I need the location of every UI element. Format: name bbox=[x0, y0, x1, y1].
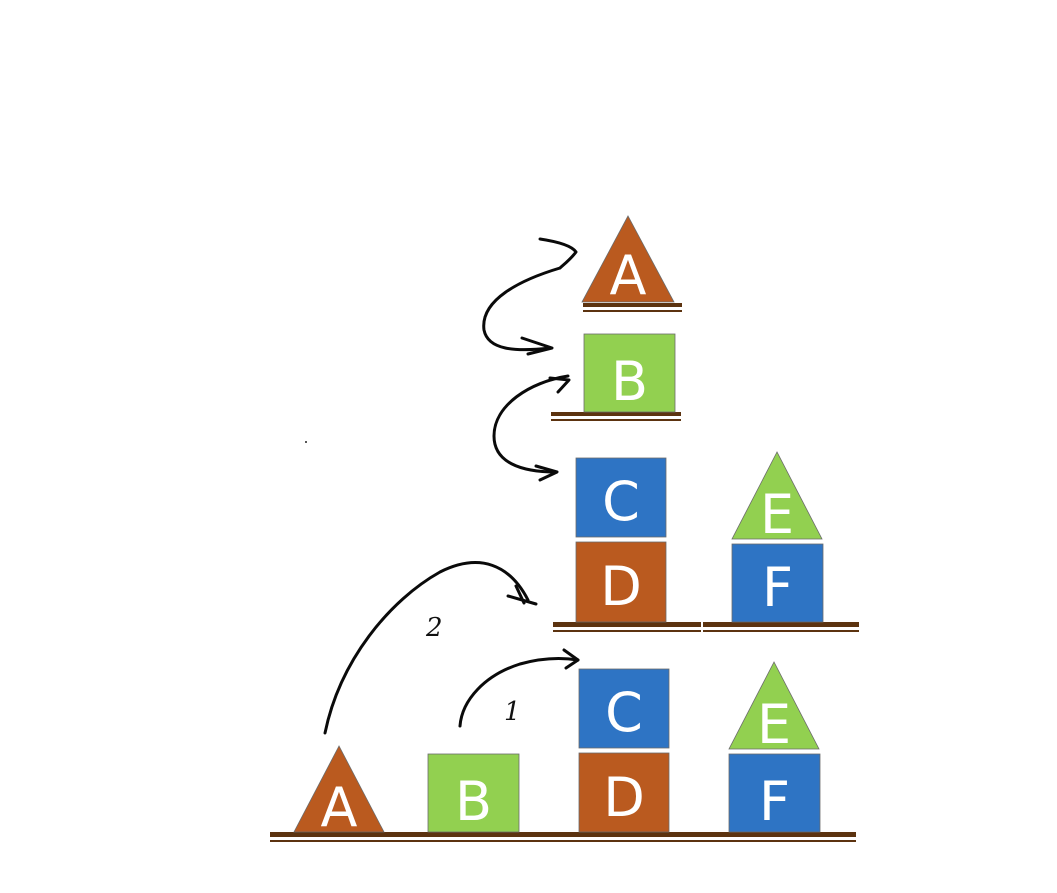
stray-dot bbox=[305, 441, 307, 443]
block-d-stack2-label: D bbox=[600, 555, 642, 618]
block-b-mid-label: B bbox=[611, 350, 648, 413]
block-d-floor: D bbox=[578, 752, 670, 833]
block-c-stack2-label: C bbox=[602, 470, 640, 533]
block-b-floor-label: B bbox=[455, 770, 492, 833]
block-e-floor: E bbox=[728, 661, 820, 756]
shelf-top-a bbox=[583, 303, 682, 312]
block-c-floor: C bbox=[578, 668, 670, 749]
shelf-ef bbox=[703, 622, 859, 632]
block-d-stack2: D bbox=[575, 541, 667, 623]
block-a-top-label: A bbox=[610, 244, 647, 307]
annotation-step-2: 2 bbox=[425, 613, 443, 643]
block-f-stack2-label: F bbox=[762, 556, 793, 619]
block-c-floor-label: C bbox=[605, 681, 643, 744]
shelf-floor bbox=[270, 832, 856, 842]
arrow-step-1 bbox=[458, 648, 580, 728]
annotation-step-1: 1 bbox=[504, 697, 521, 727]
block-e-stack2: E bbox=[731, 451, 823, 546]
block-e-floor-label: E bbox=[757, 693, 791, 756]
block-f-stack2: F bbox=[731, 543, 824, 623]
block-b-mid: B bbox=[583, 333, 676, 413]
block-a-floor: A bbox=[293, 745, 385, 839]
block-b-floor: B bbox=[427, 753, 520, 833]
shelf-cd bbox=[553, 622, 701, 632]
block-a-top: A bbox=[581, 215, 675, 307]
shelf-b bbox=[551, 412, 681, 421]
arrow-a-to-b bbox=[482, 237, 578, 356]
block-f-floor-label: F bbox=[759, 770, 790, 833]
block-d-floor-label: D bbox=[603, 766, 645, 829]
block-f-floor: F bbox=[728, 753, 821, 833]
block-c-stack2: C bbox=[575, 457, 667, 538]
block-e-stack2-label: E bbox=[760, 483, 794, 546]
arrow-b-to-c bbox=[492, 374, 571, 482]
block-a-floor-label: A bbox=[321, 776, 358, 839]
arrow-step-2 bbox=[323, 561, 538, 735]
